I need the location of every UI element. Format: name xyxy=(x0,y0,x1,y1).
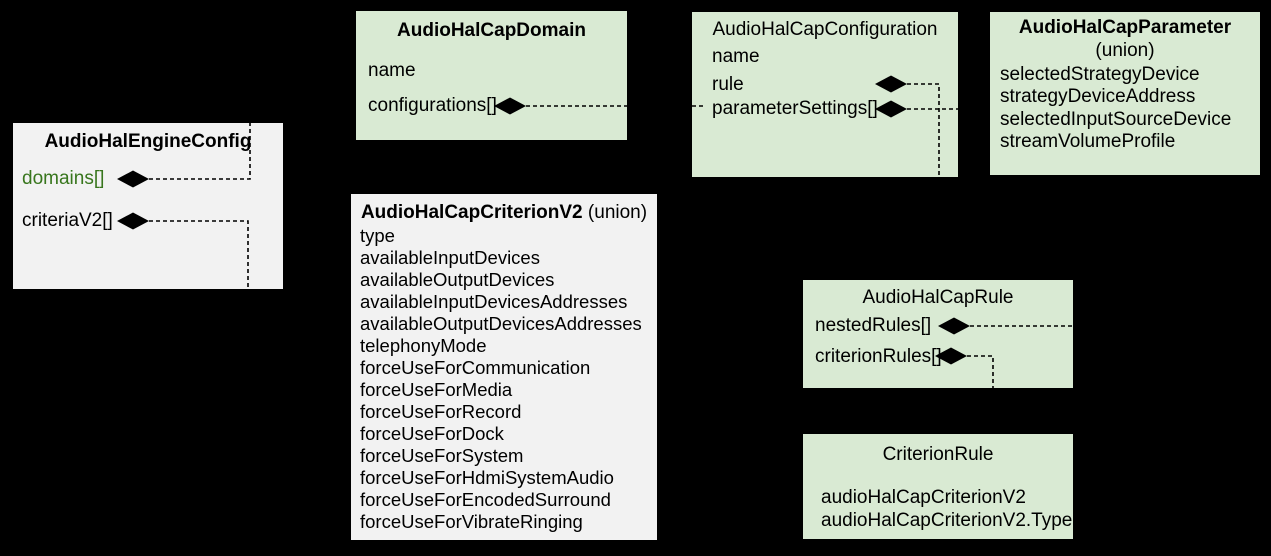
field-forceuseformedia: forceUseForMedia xyxy=(360,379,513,400)
field-forceusefordock: forceUseForDock xyxy=(360,423,504,444)
field-forceuseforsystem: forceUseForSystem xyxy=(360,445,524,466)
field-availableoutputdevicesaddresses: availableOutputDevicesAddresses xyxy=(360,313,642,334)
field-selectedinputsourcedevice: selectedInputSourceDevice xyxy=(1000,108,1232,130)
class-title: AudioHalCapParameter xyxy=(1018,17,1232,38)
field-streamvolumeprofile: streamVolumeProfile xyxy=(1000,131,1176,153)
class-title: AudioHalEngineConfig xyxy=(44,131,252,152)
class-box-audiohalcapdomain: AudioHalCapDomain name configurations[] xyxy=(356,11,627,140)
class-title-union: (union) xyxy=(582,202,648,223)
class-title: CriterionRule xyxy=(882,444,994,465)
class-box-audiohalcapconfiguration: AudioHalCapConfiguration name rule param… xyxy=(692,12,958,177)
field-forceuseforcommunication: forceUseForCommunication xyxy=(360,357,591,378)
field-audiohalcapcriterionv2: audioHalCapCriterionV2 xyxy=(821,487,1026,508)
field-nestedrules: nestedRules[] xyxy=(815,315,932,336)
class-box-audiohalcapparameter: AudioHalCapParameter (union) selectedStr… xyxy=(990,12,1260,175)
class-title: AudioHalCapRule xyxy=(862,287,1014,308)
field-forceuseforrecord: forceUseForRecord xyxy=(360,401,522,422)
field-type: type xyxy=(360,225,395,246)
field-criterionrules: criterionRules[] xyxy=(815,346,942,367)
class-box-audiohalcaprule: AudioHalCapRule nestedRules[] criterionR… xyxy=(803,280,1073,388)
class-title-union: (union) xyxy=(1095,40,1155,61)
field-audiohalcapcriterionv2-type: audioHalCapCriterionV2.Type xyxy=(821,510,1073,531)
field-rule: rule xyxy=(712,74,744,95)
field-forceuseforencodedsurround: forceUseForEncodedSurround xyxy=(360,489,611,510)
field-selectedstrategydevice: selectedStrategyDevice xyxy=(1000,64,1200,85)
field-forceuseforhdmisystemaudio: forceUseForHdmiSystemAudio xyxy=(360,467,614,488)
class-title: AudioHalCapConfiguration xyxy=(712,19,938,40)
field-name: name xyxy=(368,60,416,81)
field-availableoutputdevices: availableOutputDevices xyxy=(360,269,555,290)
class-title: AudioHalCapDomain xyxy=(397,20,586,41)
class-title: AudioHalCapCriterionV2 xyxy=(360,202,583,223)
field-availableinputdevicesaddresses: availableInputDevicesAddresses xyxy=(360,291,628,312)
field-availableinputdevices: availableInputDevices xyxy=(360,247,540,268)
field-configurations: configurations[] xyxy=(368,95,497,116)
field-domains: domains[] xyxy=(22,168,105,189)
class-box-audiohalengineconfig: AudioHalEngineConfig domains[] criteriaV… xyxy=(13,123,283,289)
field-parametersettings: parameterSettings[] xyxy=(712,98,878,119)
field-strategydeviceaddress: strategyDeviceAddress xyxy=(1000,86,1196,108)
field-forceuseforvibrateringing: forceUseForVibrateRinging xyxy=(360,511,583,532)
field-criteriav2: criteriaV2[] xyxy=(22,210,113,231)
field-name: name xyxy=(712,46,760,67)
class-box-audiohalcapcriterionv2: AudioHalCapCriterionV2 (union) type avai… xyxy=(351,194,657,540)
field-telephonymode: telephonyMode xyxy=(360,335,487,356)
class-box-criterionrule: CriterionRule audioHalCapCriterionV2 aud… xyxy=(803,434,1073,539)
